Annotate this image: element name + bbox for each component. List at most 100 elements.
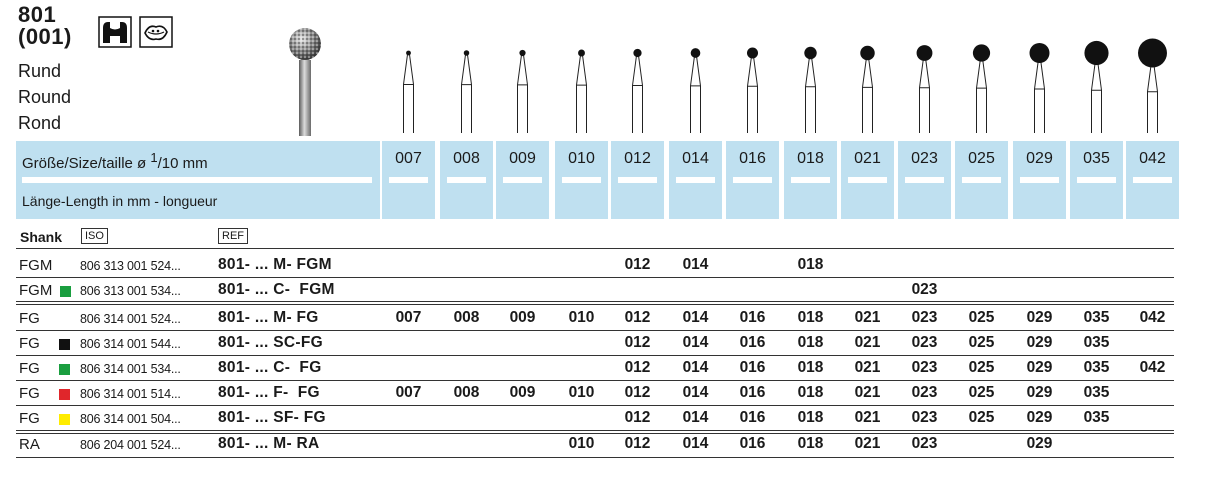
size-cell-029: 029 <box>1026 309 1053 326</box>
bur-drawing-021 <box>860 45 875 133</box>
size-header-bar <box>618 177 657 183</box>
row-shank: FG <box>19 385 40 402</box>
row-iso-number: 806 314 001 544... <box>80 337 181 351</box>
size-header-bar <box>503 177 542 183</box>
row-shank: FG <box>19 410 40 427</box>
size-header-value: 012 <box>624 150 651 167</box>
size-cell-012: 012 <box>624 359 651 376</box>
size-cell-008: 008 <box>453 309 480 326</box>
size-header-value: 018 <box>797 150 824 167</box>
size-header-023: 023 <box>898 141 951 219</box>
size-cell-023: 023 <box>911 359 938 376</box>
size-cell-042: 042 <box>1139 359 1166 376</box>
bur-photo <box>278 26 332 136</box>
bur-drawing-023 <box>916 45 933 133</box>
size-cell-016: 016 <box>739 384 766 401</box>
bur-head-018 <box>804 46 817 60</box>
bur-head-023 <box>916 45 933 61</box>
size-cell-042: 042 <box>1139 309 1166 326</box>
size-cell-010: 010 <box>568 384 595 401</box>
length-label: Länge-Length in mm - longueur <box>22 193 218 209</box>
row-iso-number: 806 204 001 524... <box>80 438 181 452</box>
size-cell-012: 012 <box>624 409 651 426</box>
bur-drawing-007 <box>403 50 414 133</box>
divider <box>16 380 1174 381</box>
size-cell-023: 023 <box>911 309 938 326</box>
bur-drawing-009 <box>517 49 528 133</box>
divider <box>16 248 1174 249</box>
size-header-010: 010 <box>555 141 608 219</box>
size-cell-021: 021 <box>854 409 881 426</box>
size-cell-012: 012 <box>624 334 651 351</box>
size-cell-035: 035 <box>1083 309 1110 326</box>
row-shank: FGM <box>19 282 53 299</box>
row-shank: RA <box>19 436 40 453</box>
size-header-bar <box>905 177 944 183</box>
size-header-value: 014 <box>682 150 709 167</box>
size-cell-021: 021 <box>854 435 881 452</box>
size-cell-021: 021 <box>854 309 881 326</box>
product-name-en: Round <box>18 87 72 107</box>
size-header-bar <box>1077 177 1116 183</box>
size-cell-018: 018 <box>797 359 824 376</box>
size-label: Größe/Size/taille ø 1/10 mm <box>22 150 208 172</box>
size-cell-021: 021 <box>854 334 881 351</box>
size-cell-012: 012 <box>624 435 651 452</box>
bur-drawings <box>403 38 1167 133</box>
size-header-value: 008 <box>453 150 480 167</box>
bur-drawing-012 <box>632 48 643 133</box>
size-cell-021: 021 <box>854 359 881 376</box>
size-cell-014: 014 <box>682 384 709 401</box>
size-cell-023: 023 <box>911 384 938 401</box>
size-cell-014: 014 <box>682 409 709 426</box>
shank-column-header: Shank <box>20 229 63 245</box>
size-cell-035: 035 <box>1083 384 1110 401</box>
size-cell-025: 025 <box>968 309 995 326</box>
size-cell-035: 035 <box>1083 409 1110 426</box>
size-cell-009: 009 <box>509 384 536 401</box>
size-cell-018: 018 <box>797 256 824 273</box>
size-header-value: 007 <box>395 150 422 167</box>
size-cell-018: 018 <box>797 309 824 326</box>
row-ref-number: 801- ... C- FGM <box>218 281 335 298</box>
size-cell-014: 014 <box>682 359 709 376</box>
row-ref-number: 801- ... SC-FG <box>218 334 323 351</box>
row-shank: FG <box>19 335 40 352</box>
size-header-007: 007 <box>382 141 435 219</box>
divider <box>16 301 1174 302</box>
size-cell-029: 029 <box>1026 334 1053 351</box>
bur-drawing-035 <box>1084 40 1109 133</box>
divider <box>16 405 1174 406</box>
size-cell-012: 012 <box>624 384 651 401</box>
bur-drawing-016 <box>746 47 759 133</box>
size-header-value: 025 <box>968 150 995 167</box>
size-cell-009: 009 <box>509 309 536 326</box>
size-header-016: 016 <box>726 141 779 219</box>
size-cell-025: 025 <box>968 359 995 376</box>
row-shank: FG <box>19 310 40 327</box>
size-cell-018: 018 <box>797 334 824 351</box>
bur-head-016 <box>746 47 759 59</box>
product-iso-number: (001) <box>18 24 72 49</box>
bur-head-035 <box>1084 40 1109 66</box>
bur-head-008 <box>463 50 470 56</box>
size-header-bar <box>562 177 601 183</box>
bur-head-009 <box>519 49 526 57</box>
size-cell-029: 029 <box>1026 409 1053 426</box>
size-header-025: 025 <box>955 141 1008 219</box>
size-cell-016: 016 <box>739 334 766 351</box>
size-cell-014: 014 <box>682 256 709 273</box>
size-header-value: 010 <box>568 150 595 167</box>
size-header-008: 008 <box>440 141 493 219</box>
size-cell-010: 010 <box>568 309 595 326</box>
size-header-bar <box>733 177 772 183</box>
size-cell-023: 023 <box>911 435 938 452</box>
bur-head-014 <box>690 48 701 58</box>
size-header-value: 029 <box>1026 150 1053 167</box>
row-ref-number: 801- ... C- FG <box>218 359 322 376</box>
size-cell-029: 029 <box>1026 435 1053 452</box>
size-cell-021: 021 <box>854 384 881 401</box>
size-cell-016: 016 <box>739 409 766 426</box>
row-ref-number: 801- ... M- RA <box>218 435 320 452</box>
